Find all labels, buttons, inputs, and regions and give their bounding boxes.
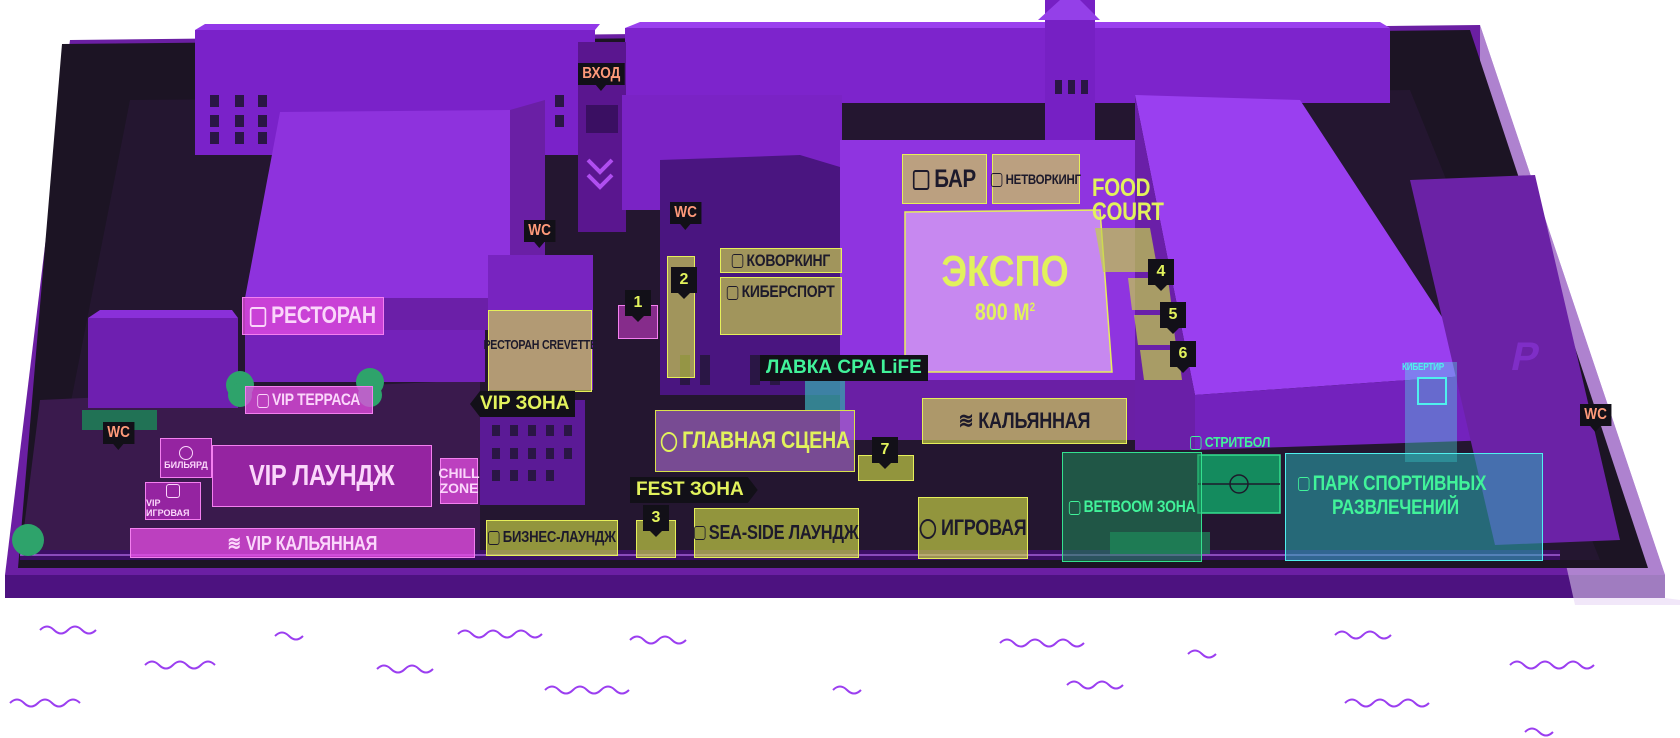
main-stage-zone[interactable]: ГЛАВНАЯ СЦЕНА [655,410,855,472]
terrace-icon [257,393,270,408]
esports-zone[interactable]: КИБЕРСПОРТ [720,277,842,335]
vip-lounge-label: VIP ЛАУНДЖ [249,459,395,492]
bar-label: БАР [934,164,977,193]
basketball-icon [1190,436,1202,451]
cybertir-label[interactable]: КИБЕРТИР [1402,362,1445,373]
esports-label: КИБЕРСПОРТ [741,282,835,301]
betboom-zone[interactable]: BETBOOM ЗОНА [1062,452,1202,562]
entrance-label: ВХОД [578,63,625,91]
marker-3[interactable]: 3 [643,505,669,537]
vip-zone-label: VIP ЗОНА [470,391,576,417]
hookah-icon: ≋ [227,532,242,555]
streetball-text: СТРИТБОЛ [1204,434,1271,451]
chill-zone[interactable]: CHILL ZONE [438,458,480,504]
billiard-zone[interactable]: БИЛЬЯРД [160,438,212,478]
wc-label: WC [670,202,702,230]
business-lounge-label: БИЗНЕС-ЛАУНДЖ [502,529,616,546]
vip-hookah-label: VIP КАЛЬЯННАЯ [246,532,378,555]
restaurant-icon [250,306,267,327]
seaside-lounge-label: SEA-SIDE ЛАУНДЖ [709,521,859,544]
cpa-life-shop-label[interactable]: ЛАВКА CPA LiFE [760,355,928,381]
seaside-lounge-zone[interactable]: SEA-SIDE ЛАУНДЖ [694,508,859,558]
networking-icon [991,173,1003,188]
vip-hookah-zone[interactable]: ≋VIP КАЛЬЯННАЯ [130,528,475,558]
betboom-icon [1068,500,1081,515]
lounge-icon [488,530,500,545]
food-court-line: COURT [1092,198,1164,226]
chill-zone-label: ZONE [439,480,479,496]
gamepad-icon [727,285,739,300]
lounge-icon [694,526,706,541]
vip-game-label: VIP ИГРОВАЯ [146,498,190,518]
microphone-icon [660,431,677,452]
networking-label: НЕТВОРКИНГ [1005,170,1081,187]
bar-zone[interactable]: БАР [902,154,987,204]
restaurant-zone[interactable]: РЕСТОРАН [242,297,384,335]
hookah-label: КАЛЬЯННАЯ [978,408,1091,433]
vip-game-zone[interactable]: VIP ИГРОВАЯ [145,482,201,520]
coworking-label: КОВОРКИНГ [746,250,831,270]
game-room-zone[interactable]: ИГРОВАЯ [918,497,1028,559]
billiard-label: БИЛЬЯРД [164,460,208,470]
streetball-label[interactable]: СТРИТБОЛ [1190,434,1270,451]
expo-label: ЭКСПО [941,247,1069,296]
expo-area: 800 М2 [923,294,1087,326]
betboom-label: BETBOOM ЗОНА [1083,497,1196,516]
sports-park-zone[interactable]: ПАРК СПОРТИВНЫХ РАЗВЛЕЧЕНИЙ [1285,453,1543,561]
sports-icon [1298,477,1310,492]
wc-label: WC [524,220,556,248]
marker-1[interactable]: 1 [625,290,651,322]
game-room-label: ИГРОВАЯ [940,515,1027,540]
wc-label: WC [103,422,135,450]
main-stage-label: ГЛАВНАЯ СЦЕНА [681,427,850,454]
gamepad-icon [919,519,937,540]
networking-zone[interactable]: НЕТВОРКИНГ [991,154,1081,204]
restaurant-crevette-label: РЕСТОРАН CREVETTE [483,337,597,352]
fest-zone-label: FEST ЗОНА [630,477,758,503]
billiard-icon [179,446,193,460]
vip-terrace-zone[interactable]: VIP ТЕРРАСА [245,386,373,414]
coworking-zone[interactable]: КОВОРКИНГ [720,248,842,273]
wc-label: WC [1580,404,1612,432]
hookah-zone[interactable]: ≋КАЛЬЯННАЯ [922,398,1127,444]
vip-terrace-label: VIP ТЕРРАСА [272,390,361,409]
vip-lounge-zone[interactable]: VIP ЛАУНДЖ [212,445,432,507]
marker-7[interactable]: 7 [872,437,898,469]
expo-zone[interactable]: ЭКСПО 800 М2 [905,250,1105,326]
food-court-line: FOOD [1092,174,1151,202]
business-lounge-zone[interactable]: БИЗНЕС-ЛАУНДЖ [486,520,618,556]
sports-park-line: РАЗВЛЕЧЕНИЙ [1332,496,1459,519]
vip-game-icon [166,484,180,498]
hookah-icon: ≋ [958,408,974,433]
cocktail-icon [912,169,930,190]
marker-5[interactable]: 5 [1160,302,1186,334]
sports-park-line: ПАРК СПОРТИВНЫХ [1312,472,1487,495]
restaurant-label: РЕСТОРАН [271,302,376,329]
food-court-label[interactable]: FOOD COURT [1092,174,1179,226]
coworking-icon [731,254,744,269]
restaurant-crevette-zone[interactable]: РЕСТОРАН CREVETTE [483,310,597,392]
marker-6[interactable]: 6 [1170,341,1196,373]
expo-area-unit: 2 [1029,300,1036,314]
expo-area-value: 800 М [974,299,1030,326]
marker-4[interactable]: 4 [1148,259,1174,291]
marker-2[interactable]: 2 [671,267,697,299]
chill-zone-label: CHILL [438,465,480,481]
